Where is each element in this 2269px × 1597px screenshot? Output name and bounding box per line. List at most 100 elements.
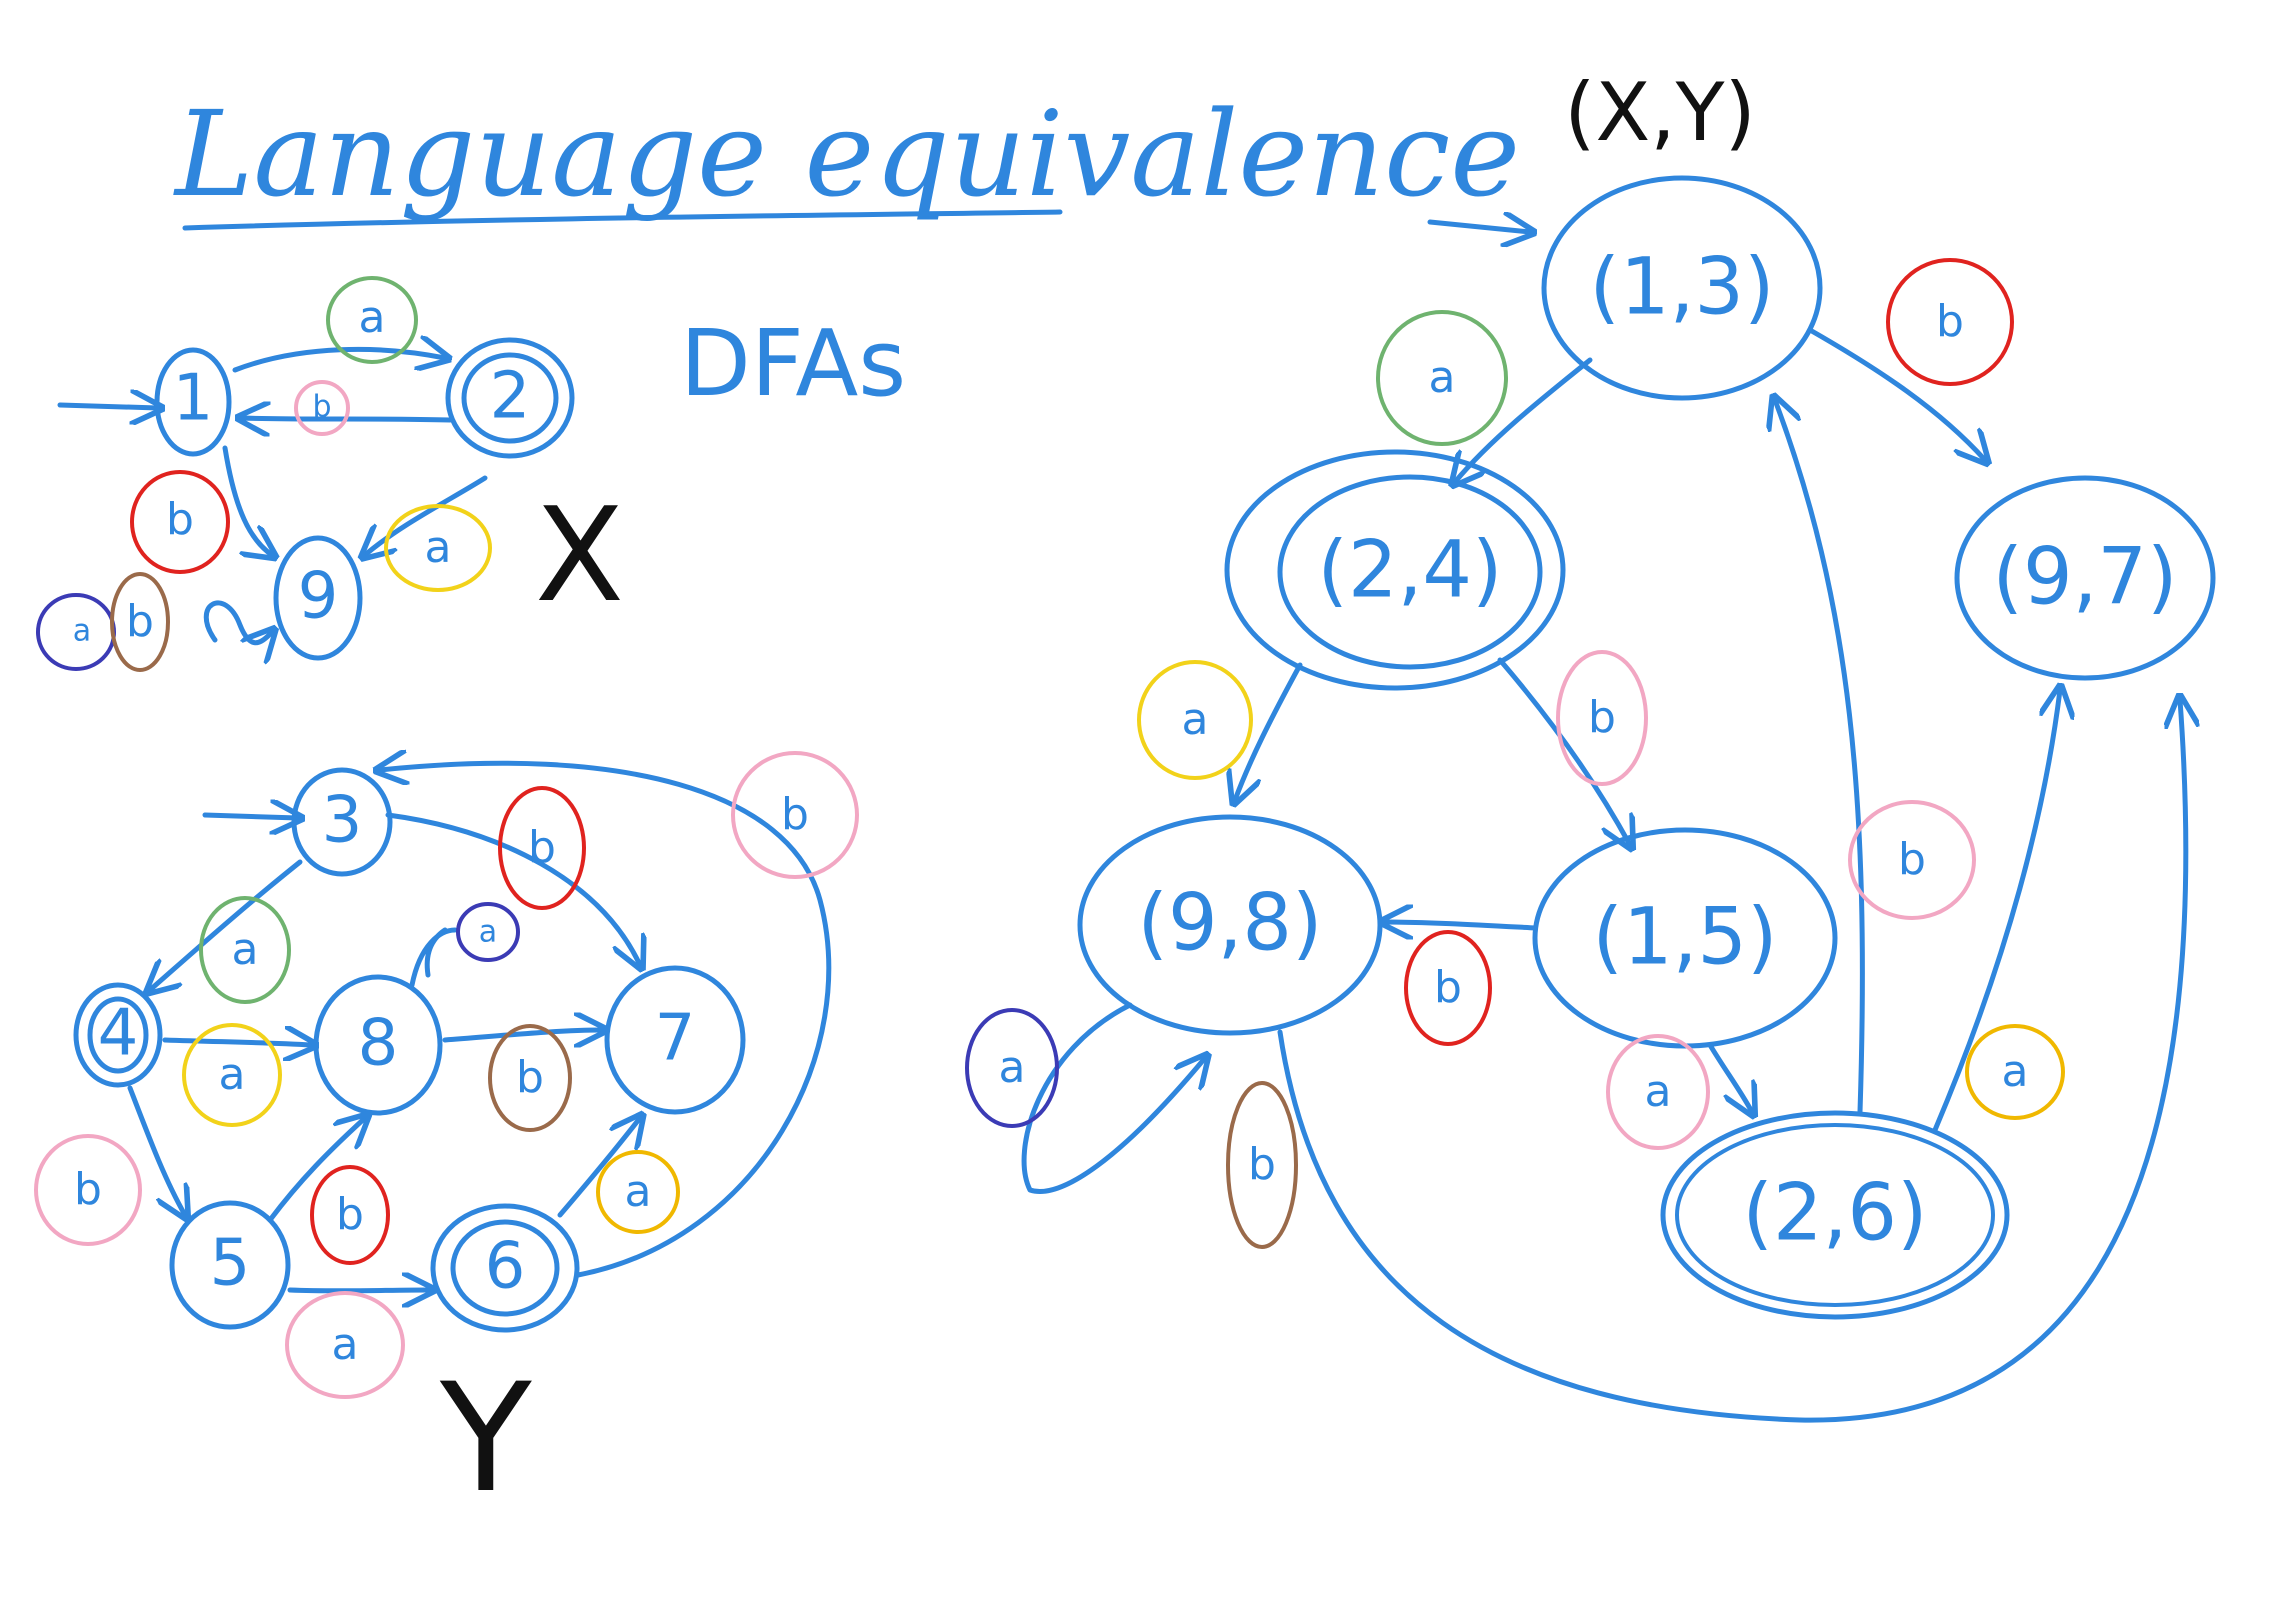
dfa-x-edge-1-2 [232,349,445,373]
dfa-x-name: X [535,479,624,631]
product-label-b-pink2-circle [1848,800,1976,920]
dfa-x-label-b-brown-circle [110,572,170,672]
dfa-y-label-a-navy-circle [456,902,520,962]
dfa-x: X 1 2 9 a b b a a b [36,276,624,672]
dfa-y-edge-6-7 [557,1118,640,1218]
product-label-b-red: b [1936,296,1964,347]
product-label-a-navy: a [999,1042,1026,1093]
dfa-x-state-1 [154,347,232,457]
dfa-y-edge-5-8 [267,1118,365,1223]
dfa-y-state-6-inner [450,1219,560,1317]
dfa-y-label-b-pink: b [781,789,809,840]
product-edge-15-26 [1707,1042,1752,1112]
product-state-1-5-label: (1,5) [1593,892,1778,982]
product-state-1-3 [1541,175,1823,401]
dfa-x-label-a-green: a [359,292,386,343]
dfa-y-label-b-red-circle [498,786,586,910]
dfa-y-edge-3-7 [385,812,640,965]
dfa-y-edge-8-self [409,927,458,988]
dfa-y-label-a-navy: a [479,915,497,950]
dfa-y-edge-4-8 [162,1040,312,1045]
title-underline [182,209,1063,231]
product-start-arrow [1427,222,1530,232]
product-state-2-4 [1224,449,1566,691]
dfa-y-label-b-brown: b [516,1052,544,1103]
dfa-x-start-arrow [57,405,158,408]
dfa-x-label-a-navy: a [73,614,91,649]
dfa-y: Y 3 4 8 7 5 6 b [34,751,859,1526]
dfa-x-label-b-red-circle [130,470,230,574]
product-label-a-gold: a [2002,1046,2029,1097]
product-label-a-gold-circle [1965,1024,2065,1120]
product-state-2-4-inner [1277,474,1543,670]
dfa-y-edge-4-5 [127,1085,185,1215]
dfa-y-label-a-gold-circle [596,1150,680,1234]
dfa-y-state-5 [169,1200,291,1330]
product-label-b-pink-circle [1556,650,1648,786]
product-state-9-7 [1954,475,2216,681]
dfa-y-state-7-label: 7 [655,1002,696,1076]
dfa-x-edge-2-1 [242,418,453,420]
product-label-a-navy-circle [965,1008,1059,1128]
dfa-x-state-2-inner [461,352,559,444]
product-label-b-pink2: b [1898,834,1926,885]
product-edge-13-97 [1807,327,1985,460]
page-title: Language equivalence [173,85,1520,223]
dfa-y-label-a-green-circle [199,896,291,1004]
product-state-2-6 [1660,1110,2010,1320]
product-label-b-brown: b [1248,1139,1276,1190]
dfas-label: DFAs [680,310,906,417]
dfa-x-edge-1-9 [222,445,272,555]
product-label-b-red2: b [1434,962,1462,1013]
product-label-b-red2-circle [1404,930,1492,1046]
dfa-y-label-a-yellow: a [219,1049,246,1100]
product-label-a-yellow: a [1182,694,1209,745]
dfa-y-label-a-pink: a [332,1319,359,1370]
product-edge-98-self [1021,1002,1205,1194]
product-label-a-pink: a [1645,1066,1672,1117]
dfa-y-label-a-green: a [232,924,259,975]
dfa-x-label-b-brown: b [126,596,154,647]
dfa-x-state-9-label: 9 [298,560,339,634]
dfa-x-label-a-yellow-circle [384,504,492,592]
dfa-y-name: Y [439,1352,532,1526]
dfa-x-edge-2-9 [365,475,488,555]
dfa-y-label-a-gold: a [625,1166,652,1217]
dfa-y-state-4-inner [87,996,149,1074]
dfa-y-state-6-label: 6 [485,1230,526,1304]
dfa-y-label-a-pink-circle [285,1291,405,1399]
product-label-b-pink: b [1588,692,1616,743]
dfa-y-state-6 [430,1203,580,1333]
dfa-y-label-b-pink2: b [74,1164,102,1215]
product-label-a-green: a [1429,352,1456,403]
dfa-x-label-b-red: b [166,494,194,545]
dfa-x-state-9 [273,535,363,661]
dfa-y-edge-8-7 [442,1030,602,1040]
product-edge-15-98 [1385,922,1538,928]
product-edge-98-97 [1277,700,2186,1423]
dfa-x-edge-9-self [203,600,272,643]
product-automaton: (X,Y) (1,3) (2,4) (9,7) (9,8) (1,5) (2,6… [965,66,2216,1423]
product-edge-13-24 [1455,357,1593,482]
dfa-x-label-b-pink: b [312,390,331,425]
product-state-1-3-label: (1,3) [1590,242,1775,332]
dfa-y-label-b-red2-circle [310,1165,390,1265]
dfa-y-label-b-brown-circle [488,1024,572,1132]
dfa-x-label-a-yellow: a [425,522,452,573]
dfa-x-state-2 [445,337,575,459]
dfa-y-start-arrow [202,815,298,818]
dfa-y-state-4 [73,982,163,1088]
dfa-y-edge-3-4 [150,859,303,990]
product-edge-24-15 [1497,657,1630,845]
product-label-a-green-circle [1376,310,1508,446]
dfa-y-label-b-red2: b [336,1189,364,1240]
dfa-y-label-b-pink-circle [731,751,859,879]
product-label-a-pink-circle [1606,1034,1710,1150]
dfa-y-state-5-label: 5 [210,1227,251,1301]
product-edge-24-98 [1235,662,1303,800]
product-label-b-brown-circle [1226,1081,1298,1249]
dfa-x-state-2-label: 2 [490,360,531,434]
dfa-y-label-b-pink2-circle [34,1134,142,1246]
